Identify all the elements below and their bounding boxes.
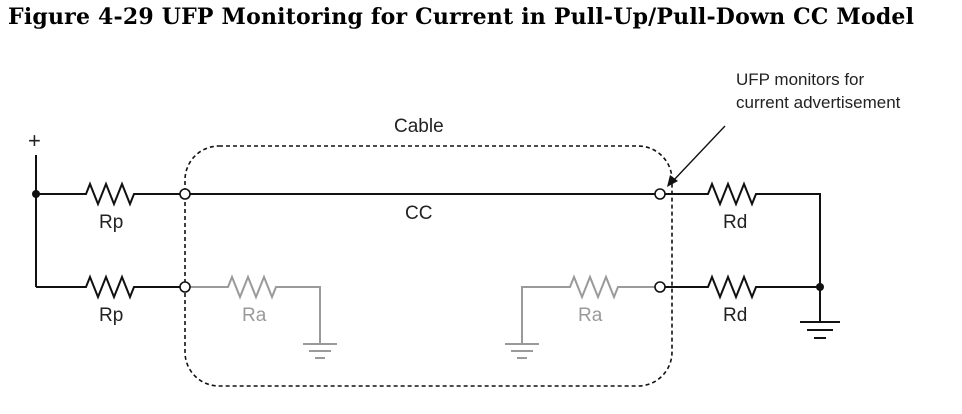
annotation-arrow-line xyxy=(671,125,726,183)
rd-bottom-resistor xyxy=(665,274,820,300)
rd-top-resistor xyxy=(665,181,821,287)
rp-bottom-label: Rp xyxy=(99,305,123,326)
cc-label: CC xyxy=(405,203,432,224)
node-dfp-cc xyxy=(179,188,191,200)
node-dfp-vconn xyxy=(179,281,191,293)
node-ufp-vconn xyxy=(654,281,666,293)
cable-label: Cable xyxy=(394,116,444,137)
cable-outline xyxy=(184,145,673,387)
ra-left-resistor xyxy=(190,274,321,344)
rp-top-label: Rp xyxy=(99,212,123,233)
ra-right-label: Ra xyxy=(578,305,603,326)
annotation-line-2: current advertisement xyxy=(736,93,901,112)
ra-left-label: Ra xyxy=(242,305,267,326)
ra-right-resistor xyxy=(521,274,655,344)
rd-bottom-label: Rd xyxy=(723,305,747,326)
plus-label: + xyxy=(28,128,41,153)
annotation-arrow-head xyxy=(667,175,678,187)
figure-title: Figure 4-29 UFP Monitoring for Current i… xyxy=(8,4,915,30)
rp-top-resistor xyxy=(36,181,180,207)
rp-bottom-resistor xyxy=(36,274,180,300)
annotation-line-1: UFP monitors for xyxy=(736,70,865,89)
node-ufp-cc xyxy=(654,188,666,200)
rd-top-label: Rd xyxy=(723,212,747,233)
